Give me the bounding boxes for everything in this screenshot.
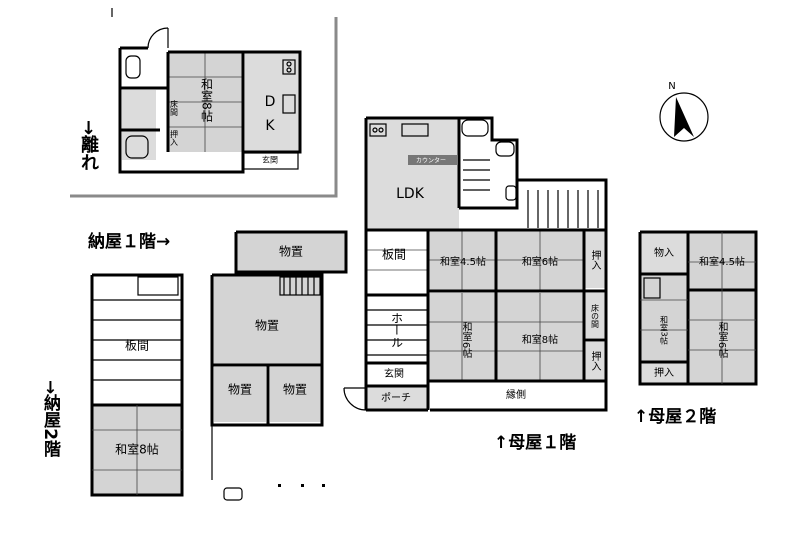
naya-2f-section: 板間 和室8帖 xyxy=(90,273,184,497)
washitsu-6-left-label: 和室6帖 xyxy=(460,322,472,359)
genkan-label: 玄関 xyxy=(384,367,404,380)
omoya-1f-section: カウンター LDK 板間 ホール 玄関 ポーチ 和室4.5帖 和室6帖 xyxy=(343,116,608,412)
itama-label: 板間 xyxy=(382,248,406,262)
counter-strip xyxy=(408,155,458,165)
hanare-caption: →離れ xyxy=(78,120,99,171)
naya-1f-section: 物置 物置 物置 物置 xyxy=(210,230,348,501)
washitsu-6-top-label: 和室6帖 xyxy=(522,255,558,268)
hanare-washitsu-label: 和室8帖 xyxy=(200,78,214,122)
f2-washitsu-6-label: 和室6帖 xyxy=(716,322,728,359)
nayas2-itama-label: 板間 xyxy=(125,339,149,353)
naya-2f-caption: →納屋2階 xyxy=(40,380,61,458)
north-label: N xyxy=(668,81,675,92)
hanare-dk-label: D xyxy=(265,94,276,110)
hanare-tokonoma-label: 床間 xyxy=(170,99,179,117)
engawa-label: 縁側 xyxy=(506,388,526,401)
naya-1f-caption: 納屋１階→ xyxy=(88,231,170,252)
f2-oshiire-label: 押入 xyxy=(654,366,674,379)
ldk-label: LDK xyxy=(396,186,425,202)
nayas2-washitsu-label: 和室8帖 xyxy=(115,442,159,457)
f2-monoire-label: 物入 xyxy=(654,246,674,259)
omoya-2f-section: 物入 和室4.5帖 和室3帖 和室6帖 押入 xyxy=(638,230,758,386)
f2-washitsu-3-label: 和室3帖 xyxy=(660,315,669,345)
washitsu-8-label: 和室8帖 xyxy=(522,333,558,346)
oshiire-bottom-label: 押入 xyxy=(589,350,601,371)
monooki-mid-label: 物置 xyxy=(255,319,279,333)
ground-marks xyxy=(278,484,325,487)
hanare-oshiire-label: 押入 xyxy=(170,129,179,146)
tokonoma-label: 床の間 xyxy=(591,303,600,329)
porch-label: ポーチ xyxy=(381,392,411,404)
washitsu-45-label: 和室4.5帖 xyxy=(440,255,486,268)
hanare-genkan-label: 玄関 xyxy=(262,155,278,165)
hanare-section: 和室8帖 D K 床間 押入 玄関 xyxy=(70,8,338,198)
north-compass-icon: N xyxy=(659,81,709,142)
f2-washitsu-45-label: 和室4.5帖 xyxy=(699,255,745,268)
monooki-top-label: 物置 xyxy=(279,245,303,259)
oshiire-top-label: 押入 xyxy=(589,249,601,270)
counter-label: カウンター xyxy=(416,157,446,165)
omoya-1f-caption: ↑母屋１階 xyxy=(494,433,576,453)
hanare-dk-label-k: K xyxy=(265,118,275,134)
monooki-left-label: 物置 xyxy=(228,383,252,397)
hall-label: ホール xyxy=(390,312,404,348)
omoya-2f-caption: ↑母屋２階 xyxy=(634,407,716,427)
monooki-right-label: 物置 xyxy=(283,383,307,397)
